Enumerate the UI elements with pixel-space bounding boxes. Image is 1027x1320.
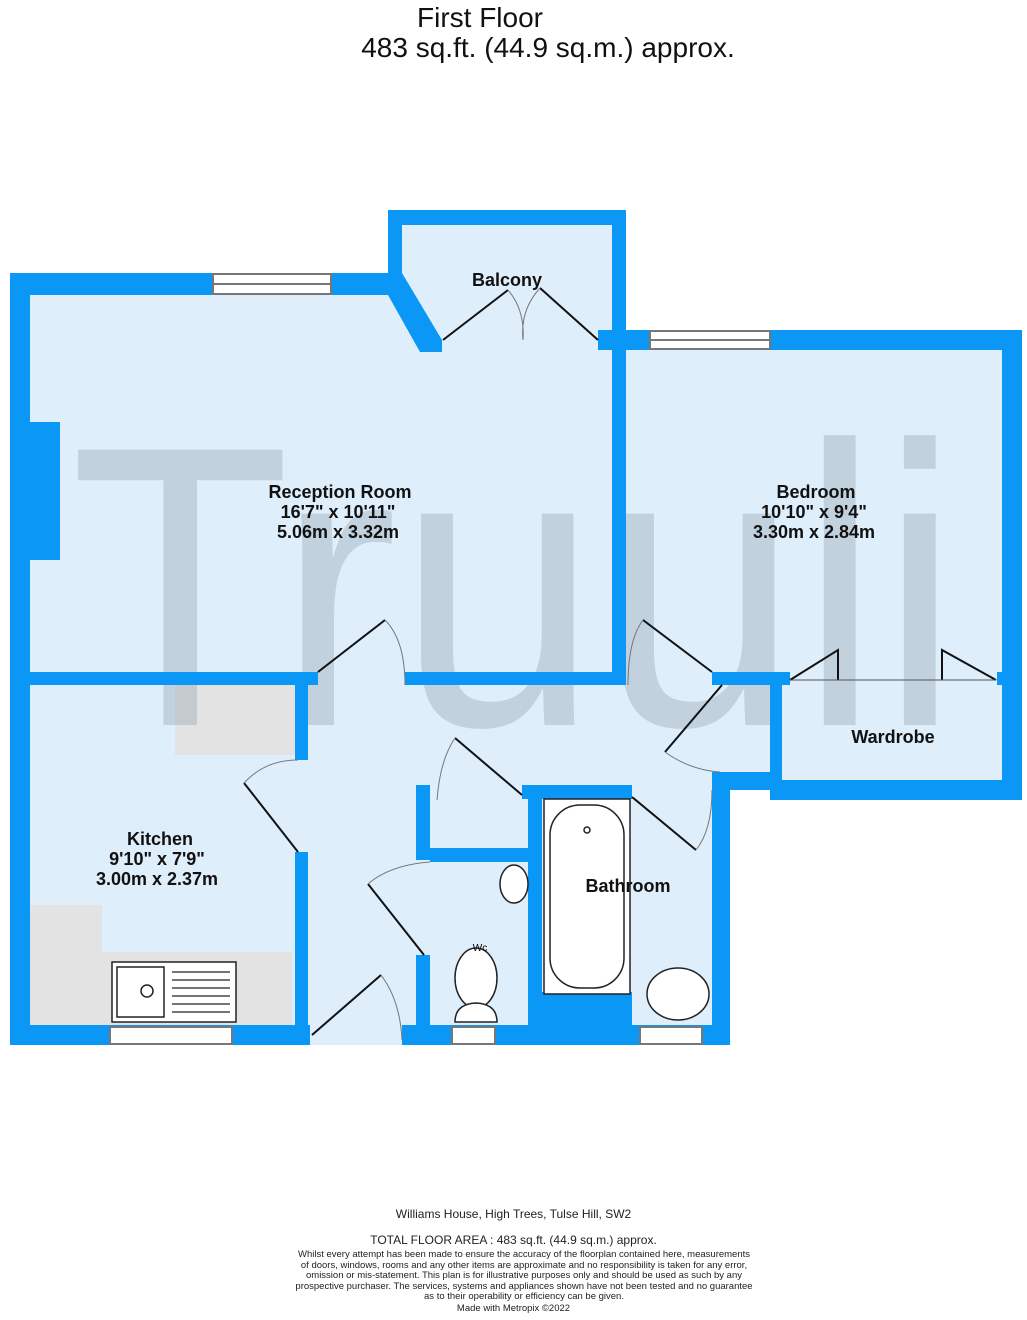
kitchen-sink <box>111 961 237 1023</box>
floor-title: First Floor <box>417 2 543 33</box>
kitchen-imperial: 9'10" x 7'9" <box>109 849 205 869</box>
kitchen-label: Kitchen <box>127 829 193 849</box>
total-floor-area: TOTAL FLOOR AREA : 483 sq.ft. (44.9 sq.m… <box>370 1233 657 1247</box>
address: Williams House, High Trees, Tulse Hill, … <box>395 1207 632 1221</box>
floor-areas <box>30 222 1005 1045</box>
bedroom-imperial: 10'10" x 9'4" <box>761 502 867 522</box>
toilet <box>454 947 498 1023</box>
washbasin <box>646 967 710 1021</box>
bedroom-metric: 3.30m x 2.84m <box>753 522 875 542</box>
floor-area: 483 sq.ft. (44.9 sq.m.) approx. <box>361 32 735 63</box>
washbasin-small <box>499 864 529 904</box>
reception-metric: 5.06m x 3.32m <box>277 522 399 542</box>
reception-imperial: 16'7" x 10'11" <box>281 502 396 522</box>
reception-label: Reception Room <box>268 482 411 502</box>
bedroom-label: Bedroom <box>776 482 855 502</box>
disclaimer: Whilst every attempt has been made to en… <box>295 1249 753 1302</box>
balcony-label: Balcony <box>472 270 542 290</box>
kitchen-metric: 3.00m x 2.37m <box>96 869 218 889</box>
doors <box>243 287 997 1041</box>
wc-label: Wc <box>473 943 487 954</box>
windows <box>109 273 771 1045</box>
window-wc <box>451 1026 496 1045</box>
walls <box>10 210 1022 1045</box>
window-kitchen <box>109 1026 233 1045</box>
watermark: Truuli <box>70 363 960 810</box>
bathtub <box>543 798 631 995</box>
bathroom-label: Bathroom <box>586 876 671 896</box>
window-bathroom <box>639 1026 703 1045</box>
made-with: Made with Metropix ©2022 <box>456 1303 571 1314</box>
wardrobe-label: Wardrobe <box>851 727 934 747</box>
